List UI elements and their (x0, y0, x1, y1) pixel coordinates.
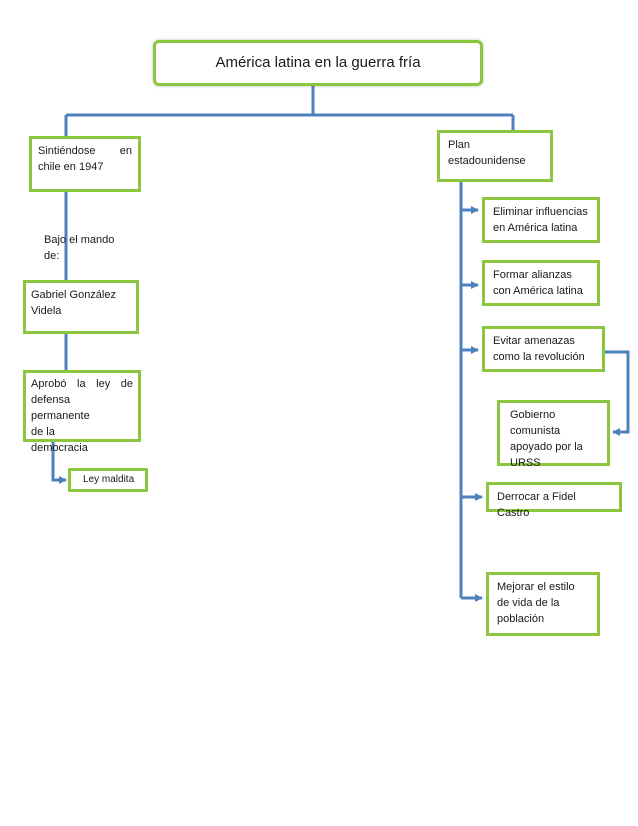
gobierno-text: Gobierno comunista apoyado por la URSS (510, 409, 583, 469)
evitar-text: Evitar amenazas como la revolución (493, 335, 585, 363)
gabriel-text: Gabriel González Videla (31, 289, 116, 317)
sintiendose-box: Sintiéndose en chile en 1947 (29, 136, 141, 192)
mejorar-box: Mejorar el estilo de vida de la població… (486, 572, 600, 636)
plan-text: Plan estadounidense (448, 139, 526, 167)
connector-aprobo-ley (51, 442, 67, 484)
aprobo-rest: defensa permanente de la democracia (31, 394, 90, 454)
aprobo-line1: Aprobó la ley de (31, 378, 133, 390)
ley-maldita-box: Ley maldita (68, 468, 148, 492)
bajo-el-mando-label: Bajo el mando de: (44, 234, 115, 262)
aprobo-box: Aprobó la ley de defensa permanente de l… (23, 370, 141, 454)
plan-box: Plan estadounidense (437, 130, 553, 182)
connector-evitar-gobierno (605, 350, 630, 436)
gobierno-box: Gobierno comunista apoyado por la URSS (497, 400, 610, 469)
sintiendose-line2: chile en 1947 (38, 161, 104, 173)
evitar-box: Evitar amenazas como la revolución (482, 326, 605, 372)
gabriel-box: Gabriel González Videla (23, 280, 139, 334)
eliminar-text: Eliminar influencias en América latina (493, 206, 588, 234)
derrocar-box: Derrocar a Fidel Castro (486, 482, 622, 519)
derrocar-text: Derrocar a Fidel Castro (497, 491, 576, 519)
ley-maldita-text: Ley maldita (83, 474, 135, 485)
eliminar-box: Eliminar influencias en América latina (482, 197, 600, 243)
sintiendose-line1: Sintiéndose en (38, 145, 132, 157)
main-title: América latina en la guerra fría (215, 54, 421, 71)
formar-text: Formar alianzas con América latina (493, 269, 583, 297)
formar-box: Formar alianzas con América latina (482, 260, 600, 306)
main-title-box: América latina en la guerra fría (153, 40, 483, 86)
mejorar-text: Mejorar el estilo de vida de la població… (497, 581, 575, 625)
